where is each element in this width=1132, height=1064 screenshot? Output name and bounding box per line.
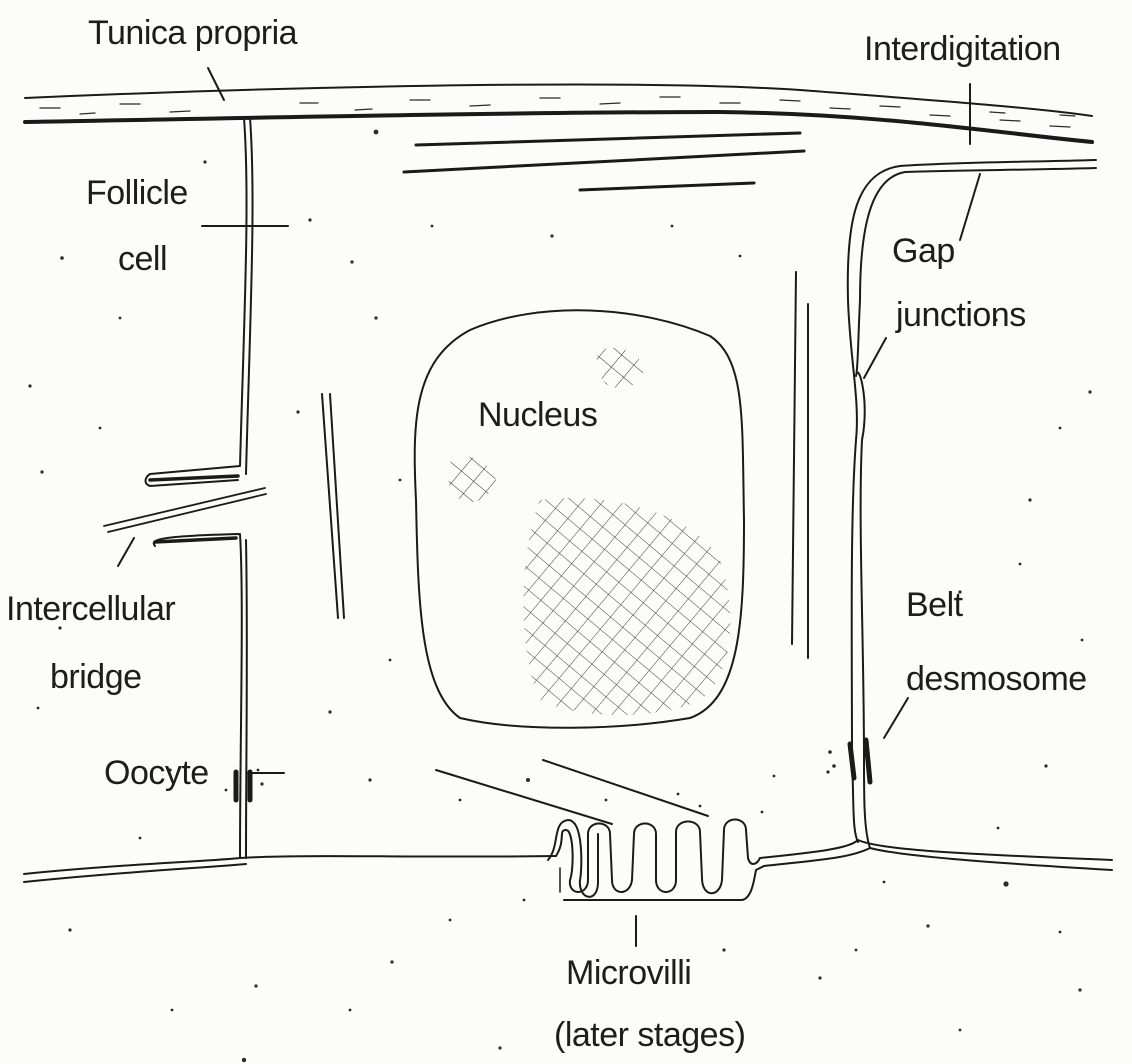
label-desmosome: desmosome — [906, 660, 1087, 698]
left-cell-membrane — [146, 118, 253, 858]
label-follicle: Follicle — [86, 174, 188, 212]
nucleus — [415, 310, 744, 727]
label-junctions: junctions — [896, 296, 1026, 334]
label-intercellular: Intercellular — [6, 590, 175, 628]
label-oocyte: Oocyte — [104, 754, 209, 792]
left-desmosome — [236, 772, 250, 800]
label-tunica-propria: Tunica propria — [88, 14, 297, 52]
oocyte-membrane — [24, 840, 1112, 882]
intercellular-bridge — [104, 488, 266, 532]
tunica-propria-layer — [25, 85, 1092, 142]
label-cell: cell — [118, 240, 167, 278]
label-later-stages: (later stages) — [554, 1016, 745, 1054]
label-nucleus: Nucleus — [478, 396, 597, 434]
label-bridge: bridge — [50, 658, 142, 696]
label-belt: Belt — [906, 586, 963, 624]
label-gap: Gap — [892, 232, 955, 270]
label-interdigitation: Interdigitation — [864, 30, 1061, 68]
label-microvilli: Microvilli — [566, 954, 691, 992]
microvilli-shape — [436, 760, 764, 900]
